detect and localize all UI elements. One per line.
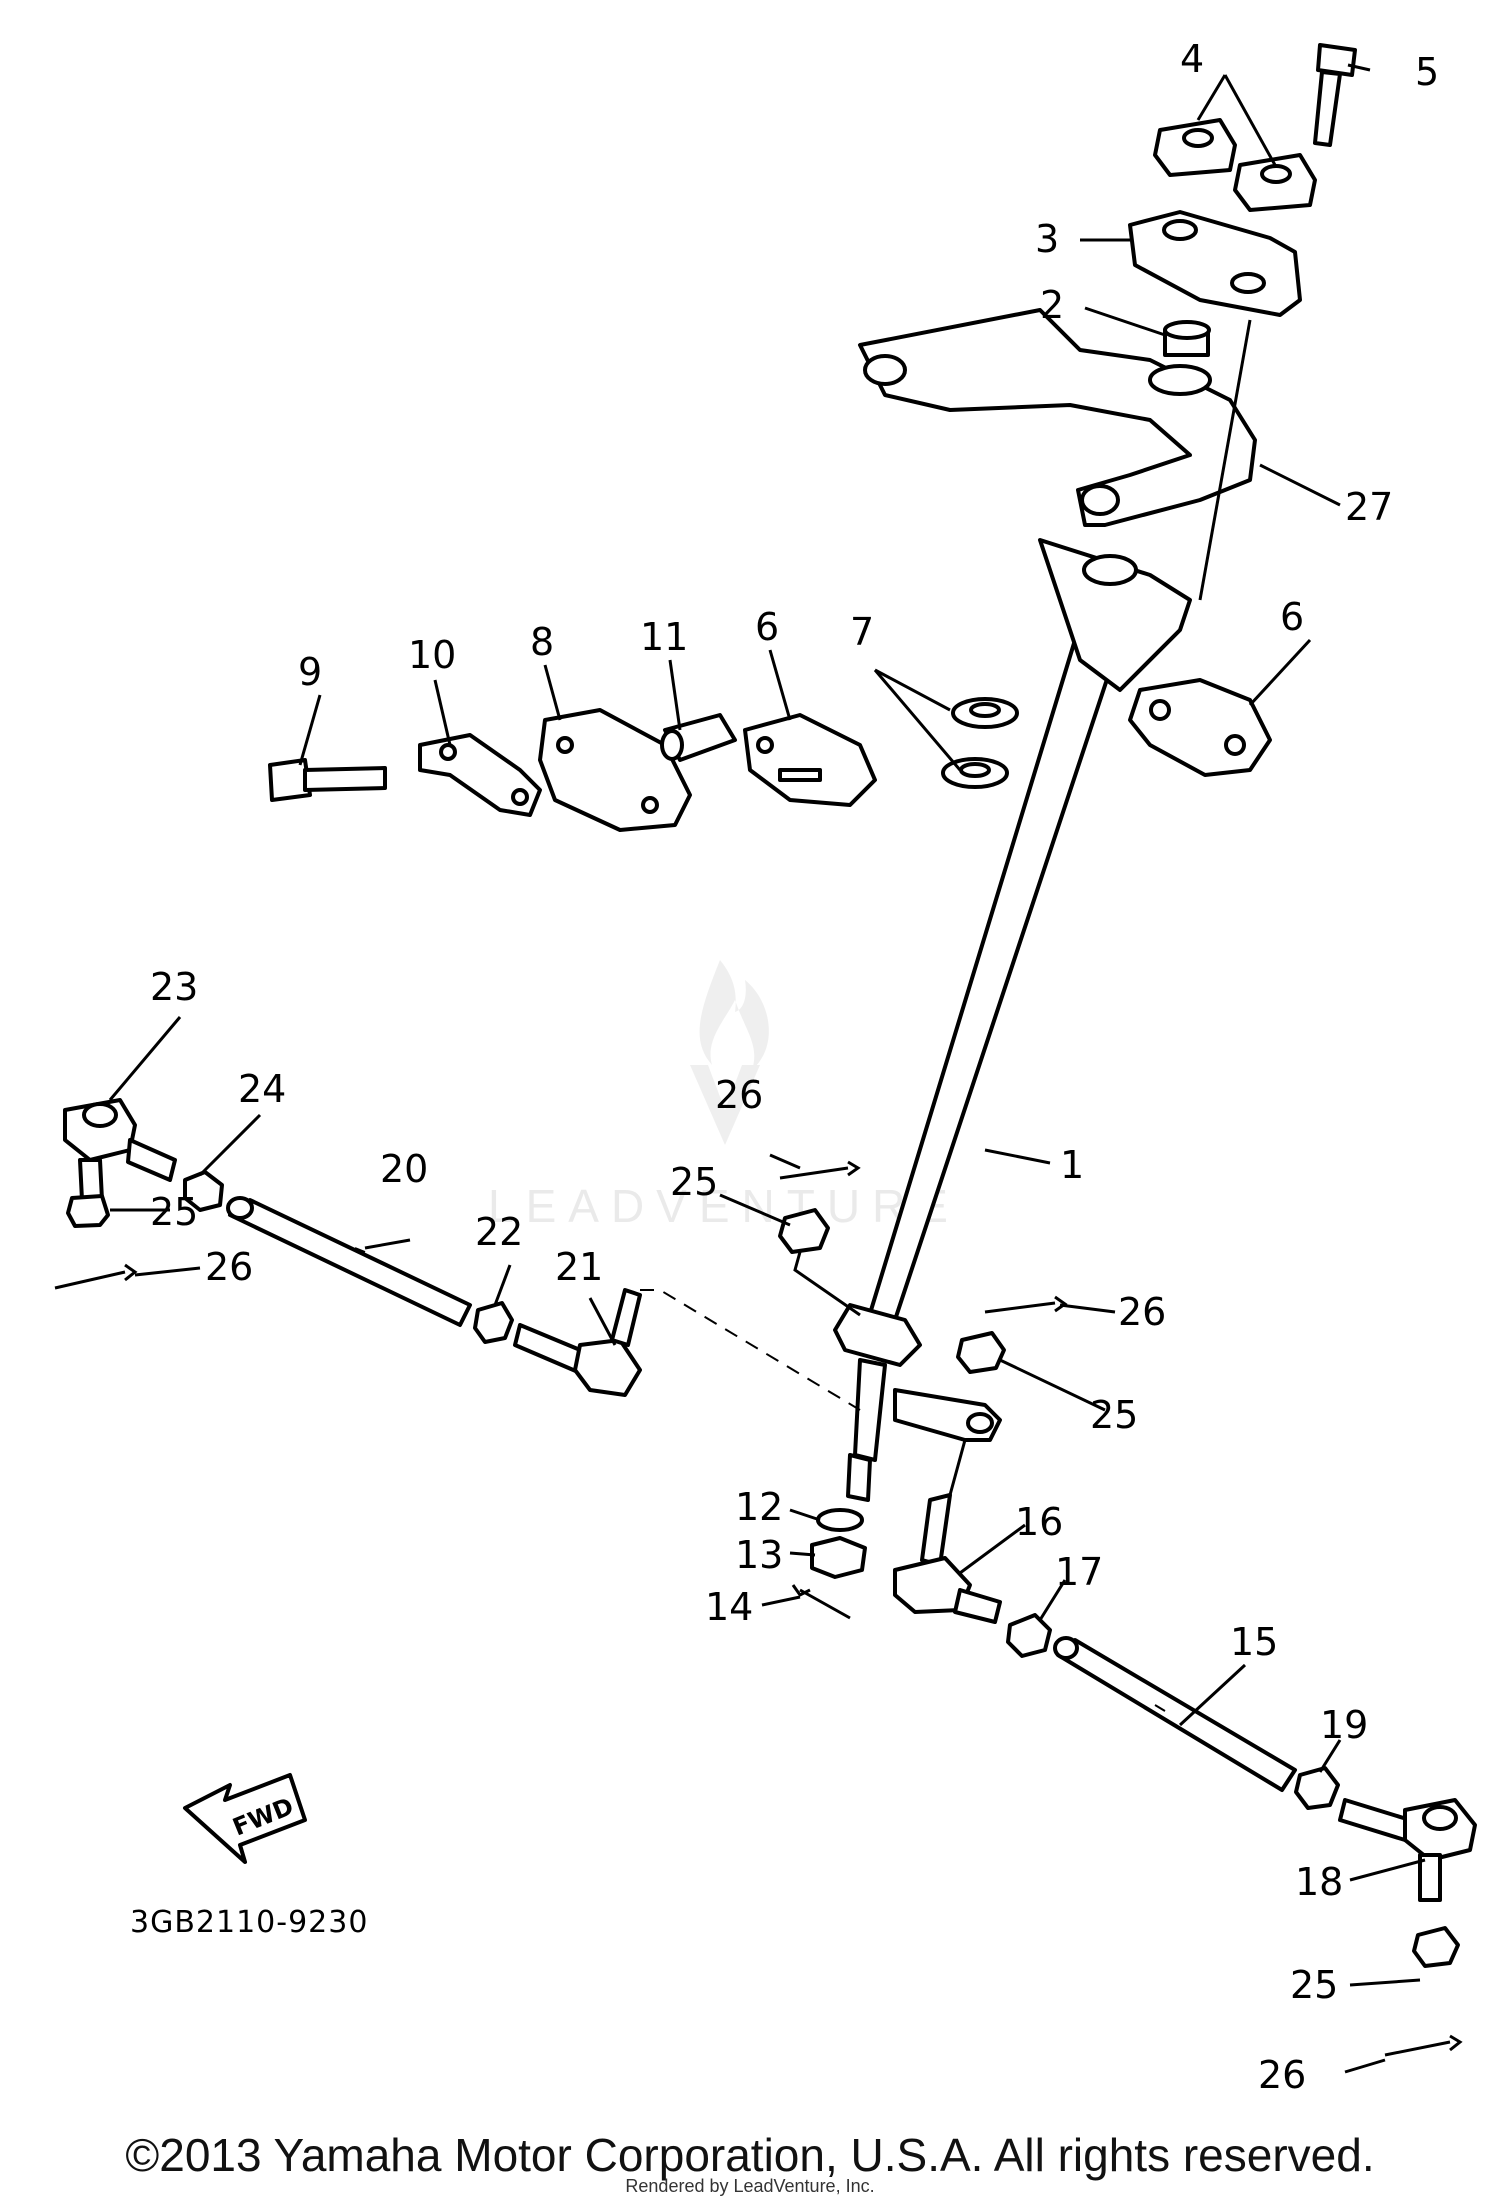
holder-8 bbox=[538, 708, 692, 832]
bushing-7 bbox=[941, 697, 1019, 789]
nut-25-bottom bbox=[1412, 1926, 1460, 1968]
label-3: 3 bbox=[1035, 217, 1059, 261]
handlebar-bolt bbox=[1313, 43, 1357, 147]
label-18: 18 bbox=[1295, 1860, 1343, 1904]
label-7: 7 bbox=[850, 610, 874, 654]
label-25-bottom: 25 bbox=[1290, 1963, 1338, 2007]
tie-rod-20 bbox=[226, 1196, 472, 1327]
cotter-pin-26-bottom bbox=[1384, 2034, 1463, 2057]
nut-17 bbox=[1006, 1613, 1052, 1658]
label-6-left: 6 bbox=[755, 605, 779, 649]
tie-rod-end-23 bbox=[63, 1098, 177, 1202]
leader-25-center bbox=[793, 1251, 861, 1317]
upper-bracket bbox=[1128, 210, 1302, 317]
tie-rod-end-16 bbox=[893, 1493, 1002, 1624]
label-27: 27 bbox=[1345, 485, 1393, 529]
steering-column bbox=[833, 538, 1192, 1502]
label-21: 21 bbox=[555, 1245, 603, 1289]
leader-21-to-arm bbox=[640, 1289, 861, 1411]
label-22: 22 bbox=[475, 1210, 523, 1254]
tie-rod-end-18 bbox=[1338, 1798, 1477, 1902]
label-25-left: 25 bbox=[150, 1190, 198, 1234]
tie-rod-end-21 bbox=[513, 1288, 642, 1397]
column-holder-6-right bbox=[1128, 678, 1272, 777]
label-25-right: 25 bbox=[1090, 1393, 1138, 1437]
label-26-right: 26 bbox=[1118, 1290, 1166, 1334]
label-8: 8 bbox=[530, 620, 554, 664]
steering-parts-diagram: LEADVENTURE bbox=[54, 37, 1477, 2097]
cotter-pin-26-left bbox=[54, 1263, 138, 1290]
column-holder-bracket bbox=[858, 308, 1257, 527]
label-20: 20 bbox=[380, 1147, 428, 1191]
bolt-9 bbox=[268, 758, 387, 802]
label-4: 4 bbox=[1180, 37, 1204, 81]
label-10: 10 bbox=[408, 633, 456, 677]
watermark-text: LEADVENTURE bbox=[488, 1180, 960, 1232]
label-26-center: 26 bbox=[715, 1073, 763, 1117]
watermark: LEADVENTURE bbox=[488, 960, 960, 1232]
label-15: 15 bbox=[1230, 1620, 1278, 1664]
washer-12 bbox=[816, 1508, 864, 1532]
label-13: 13 bbox=[735, 1533, 783, 1577]
leader-lines bbox=[108, 63, 1426, 2074]
rendered-by-notice: Rendered by LeadVenture, Inc. bbox=[625, 2176, 875, 2196]
leader-16-to-arm bbox=[948, 1439, 967, 1496]
bushing bbox=[1163, 320, 1211, 357]
label-9: 9 bbox=[298, 650, 322, 694]
label-2: 2 bbox=[1040, 283, 1064, 327]
label-19: 19 bbox=[1320, 1703, 1368, 1747]
fwd-arrow: FWD bbox=[183, 1773, 307, 1864]
collar-11 bbox=[660, 713, 737, 762]
plate-10 bbox=[418, 733, 542, 817]
v-logo-icon bbox=[690, 1065, 760, 1145]
diagram-code: 3GB2110-9230 bbox=[130, 1905, 368, 1940]
nut-25-right bbox=[956, 1331, 1006, 1374]
label-26-left: 26 bbox=[205, 1245, 253, 1289]
label-11: 11 bbox=[640, 615, 688, 659]
label-17: 17 bbox=[1055, 1550, 1103, 1594]
cotter-pin-26-center bbox=[779, 1160, 861, 1180]
label-16: 16 bbox=[1015, 1500, 1063, 1544]
label-26-bottom: 26 bbox=[1258, 2053, 1306, 2097]
label-12: 12 bbox=[735, 1485, 783, 1529]
label-1: 1 bbox=[1060, 1143, 1084, 1187]
label-25-center: 25 bbox=[670, 1160, 718, 1204]
tie-rod-15 bbox=[1053, 1636, 1297, 1792]
label-6-right: 6 bbox=[1280, 595, 1304, 639]
nut-25-left bbox=[66, 1194, 110, 1228]
column-holder-6-left bbox=[743, 713, 877, 807]
cotter-pin-26-right bbox=[984, 1295, 1068, 1314]
label-23: 23 bbox=[150, 965, 198, 1009]
nut-13 bbox=[810, 1536, 867, 1579]
handlebar-holders bbox=[1153, 118, 1317, 212]
flame-logo-icon bbox=[699, 960, 769, 1070]
nut-22 bbox=[473, 1301, 514, 1344]
label-24: 24 bbox=[238, 1067, 286, 1111]
copyright-notice: ©2013 Yamaha Motor Corporation, U.S.A. A… bbox=[125, 2129, 1375, 2181]
cotter-pin-14 bbox=[791, 1584, 851, 1620]
label-5: 5 bbox=[1415, 50, 1439, 94]
part-labels: 1 2 3 4 5 6 6 7 8 9 10 11 12 13 14 15 16… bbox=[150, 37, 1439, 2097]
nut-19 bbox=[1294, 1766, 1340, 1810]
label-14: 14 bbox=[705, 1585, 753, 1629]
nut-25-center bbox=[778, 1208, 830, 1254]
